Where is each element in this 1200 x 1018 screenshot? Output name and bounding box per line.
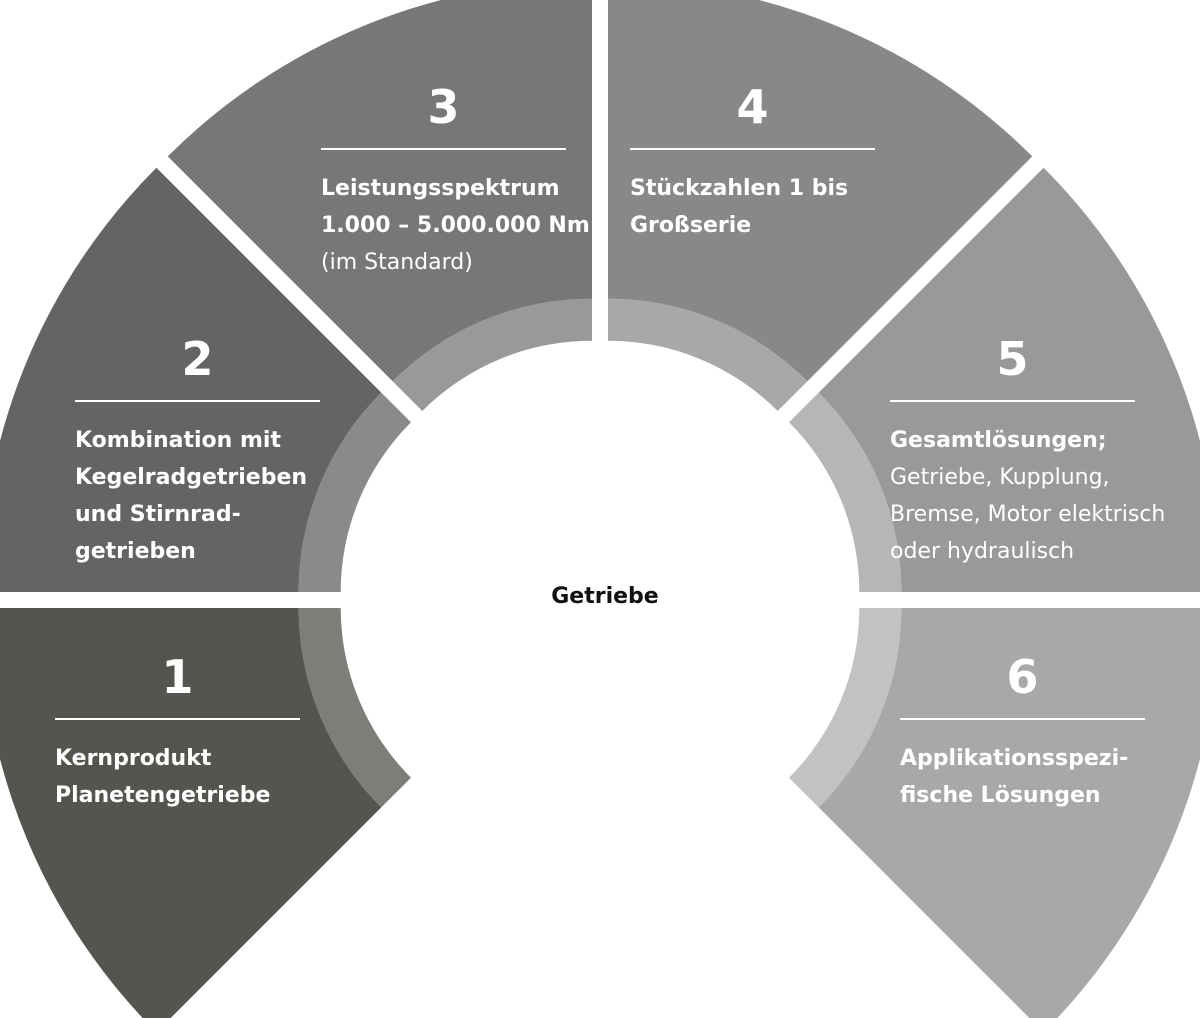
segment-number: 6 — [900, 650, 1145, 720]
segment-text-line: Großserie — [630, 213, 752, 238]
segment-2-sector — [0, 167, 382, 592]
segment-4-sector — [608, 0, 1033, 382]
segment-text-line: Stückzahlen 1 bis — [630, 176, 849, 201]
segment-text-line: Gesamtlösungen; — [890, 428, 1107, 453]
segment-text-line: Planetengetriebe — [55, 783, 271, 808]
segment-5-sector — [818, 167, 1200, 592]
segment-1 — [0, 608, 411, 1018]
center-label: Getriebe — [551, 584, 659, 609]
segment-5-inner-ring — [789, 392, 902, 592]
segment-3 — [167, 0, 592, 411]
segment-4 — [608, 0, 1033, 411]
segment-text-line: getrieben — [75, 539, 196, 564]
segment-6 — [789, 608, 1200, 1018]
segment-number: 1 — [55, 650, 300, 720]
segment-text-line: und Stirnrad- — [75, 502, 241, 527]
segment-text-line: (im Standard) — [321, 250, 473, 275]
segment-1-sector — [0, 608, 382, 1018]
segment-1-inner-ring — [298, 608, 411, 808]
segment-text-line: Kombination mit — [75, 428, 281, 453]
segment-text-line: Getriebe, Kupplung, — [890, 465, 1110, 490]
segment-4-inner-ring — [608, 298, 808, 411]
segment-text-line: Kernprodukt — [55, 746, 212, 771]
segment-text-line: Kegelradgetrieben — [75, 465, 308, 490]
segment-text-line: 1.000 – 5.000.000 Nm — [321, 213, 590, 238]
segment-number: 4 — [630, 80, 875, 150]
segment-text-line: Leistungsspektrum — [321, 176, 560, 201]
segment-6-sector — [818, 608, 1200, 1018]
segment-2-inner-ring — [298, 392, 411, 592]
segment-2 — [0, 167, 411, 592]
segment-3-inner-ring — [392, 298, 592, 411]
segment-number: 5 — [890, 332, 1135, 402]
segment-text-line: Bremse, Motor elektrisch — [890, 502, 1166, 527]
segment-text-line: Applikationsspezi- — [900, 746, 1129, 771]
segment-text-line: fische Lösungen — [900, 783, 1101, 808]
segment-number: 2 — [75, 332, 320, 402]
segment-3-sector — [167, 0, 592, 382]
segment-number: 3 — [321, 80, 566, 150]
segment-6-inner-ring — [789, 608, 902, 808]
segment-text-line: oder hydraulisch — [890, 539, 1075, 564]
segment-5 — [789, 167, 1200, 592]
